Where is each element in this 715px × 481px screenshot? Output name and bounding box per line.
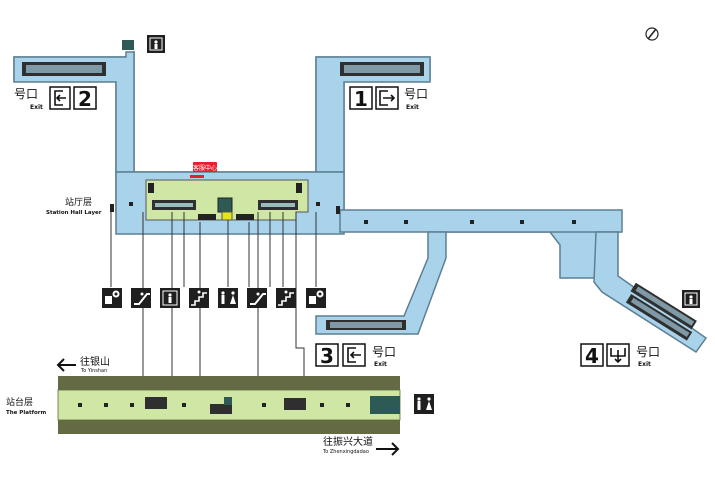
elevator-icon — [682, 290, 700, 308]
svg-text:Exit: Exit — [30, 104, 43, 111]
direction-west: 往银山 To Yinshan — [56, 355, 110, 374]
accessible-washroom-icon — [306, 288, 326, 308]
toilets-icon — [414, 394, 434, 414]
svg-text:Exit: Exit — [374, 361, 387, 368]
fare-gates — [148, 183, 302, 220]
svg-text:往振兴大道: 往振兴大道 — [323, 435, 373, 448]
exit-4-number: 4 — [585, 344, 599, 368]
station-hall-area: 客服中心 — [13, 50, 708, 354]
exit-1-number: 1 — [354, 87, 368, 111]
platform-level — [57, 376, 401, 434]
station-hall-label-cn: 站厅层 — [65, 196, 92, 208]
svg-text:号口: 号口 — [404, 87, 428, 101]
corridor-east — [339, 209, 623, 233]
escalator-icon — [247, 288, 267, 308]
stairs-icon — [189, 288, 209, 308]
pillars — [110, 202, 576, 224]
exit-escalators — [22, 40, 697, 341]
exit-2-label: 号口 Exit 2 — [14, 86, 97, 111]
svg-text:往银山: 往银山 — [80, 355, 110, 368]
escalator-icon — [131, 288, 151, 308]
facility-icons-row — [102, 288, 326, 308]
service-center-marker: 客服中心 — [190, 162, 217, 178]
elevator-icon — [160, 288, 180, 308]
track-north — [58, 376, 400, 390]
platform-label-en: The Platform — [6, 410, 46, 416]
svg-text:Exit: Exit — [406, 104, 419, 111]
exit-4-label: 4 号口 Exit — [580, 343, 660, 368]
exit-3-number: 3 — [320, 344, 334, 368]
track-south — [58, 420, 400, 434]
exit-3-label: 3 号口 Exit — [315, 343, 396, 368]
service-label: 客服中心 — [193, 164, 217, 172]
svg-text:号口: 号口 — [636, 345, 660, 359]
corridor-exit4 — [593, 231, 708, 354]
svg-text:号口: 号口 — [372, 345, 396, 359]
accessible-washroom-icon — [102, 288, 122, 308]
exit-1-label: 1 号口 Exit — [349, 86, 428, 111]
direction-east: 往振兴大道 To Zhenxingdadao — [322, 435, 400, 456]
svg-text:Exit: Exit — [638, 361, 651, 368]
toilets-icon — [218, 288, 238, 308]
compass-icon — [645, 27, 659, 41]
platform-label-cn: 站台层 — [6, 396, 33, 408]
corridor-exit3 — [315, 231, 447, 335]
svg-text:To Zhenxingdadao: To Zhenxingdadao — [322, 449, 369, 455]
svg-text:To Yinshan: To Yinshan — [80, 368, 107, 374]
elevator-icon — [147, 35, 165, 53]
stairs-icon — [276, 288, 296, 308]
exit-2-number: 2 — [78, 87, 92, 111]
svg-text:号口: 号口 — [14, 87, 38, 101]
station-hall-label-en: Station Hall Layer — [46, 210, 102, 216]
